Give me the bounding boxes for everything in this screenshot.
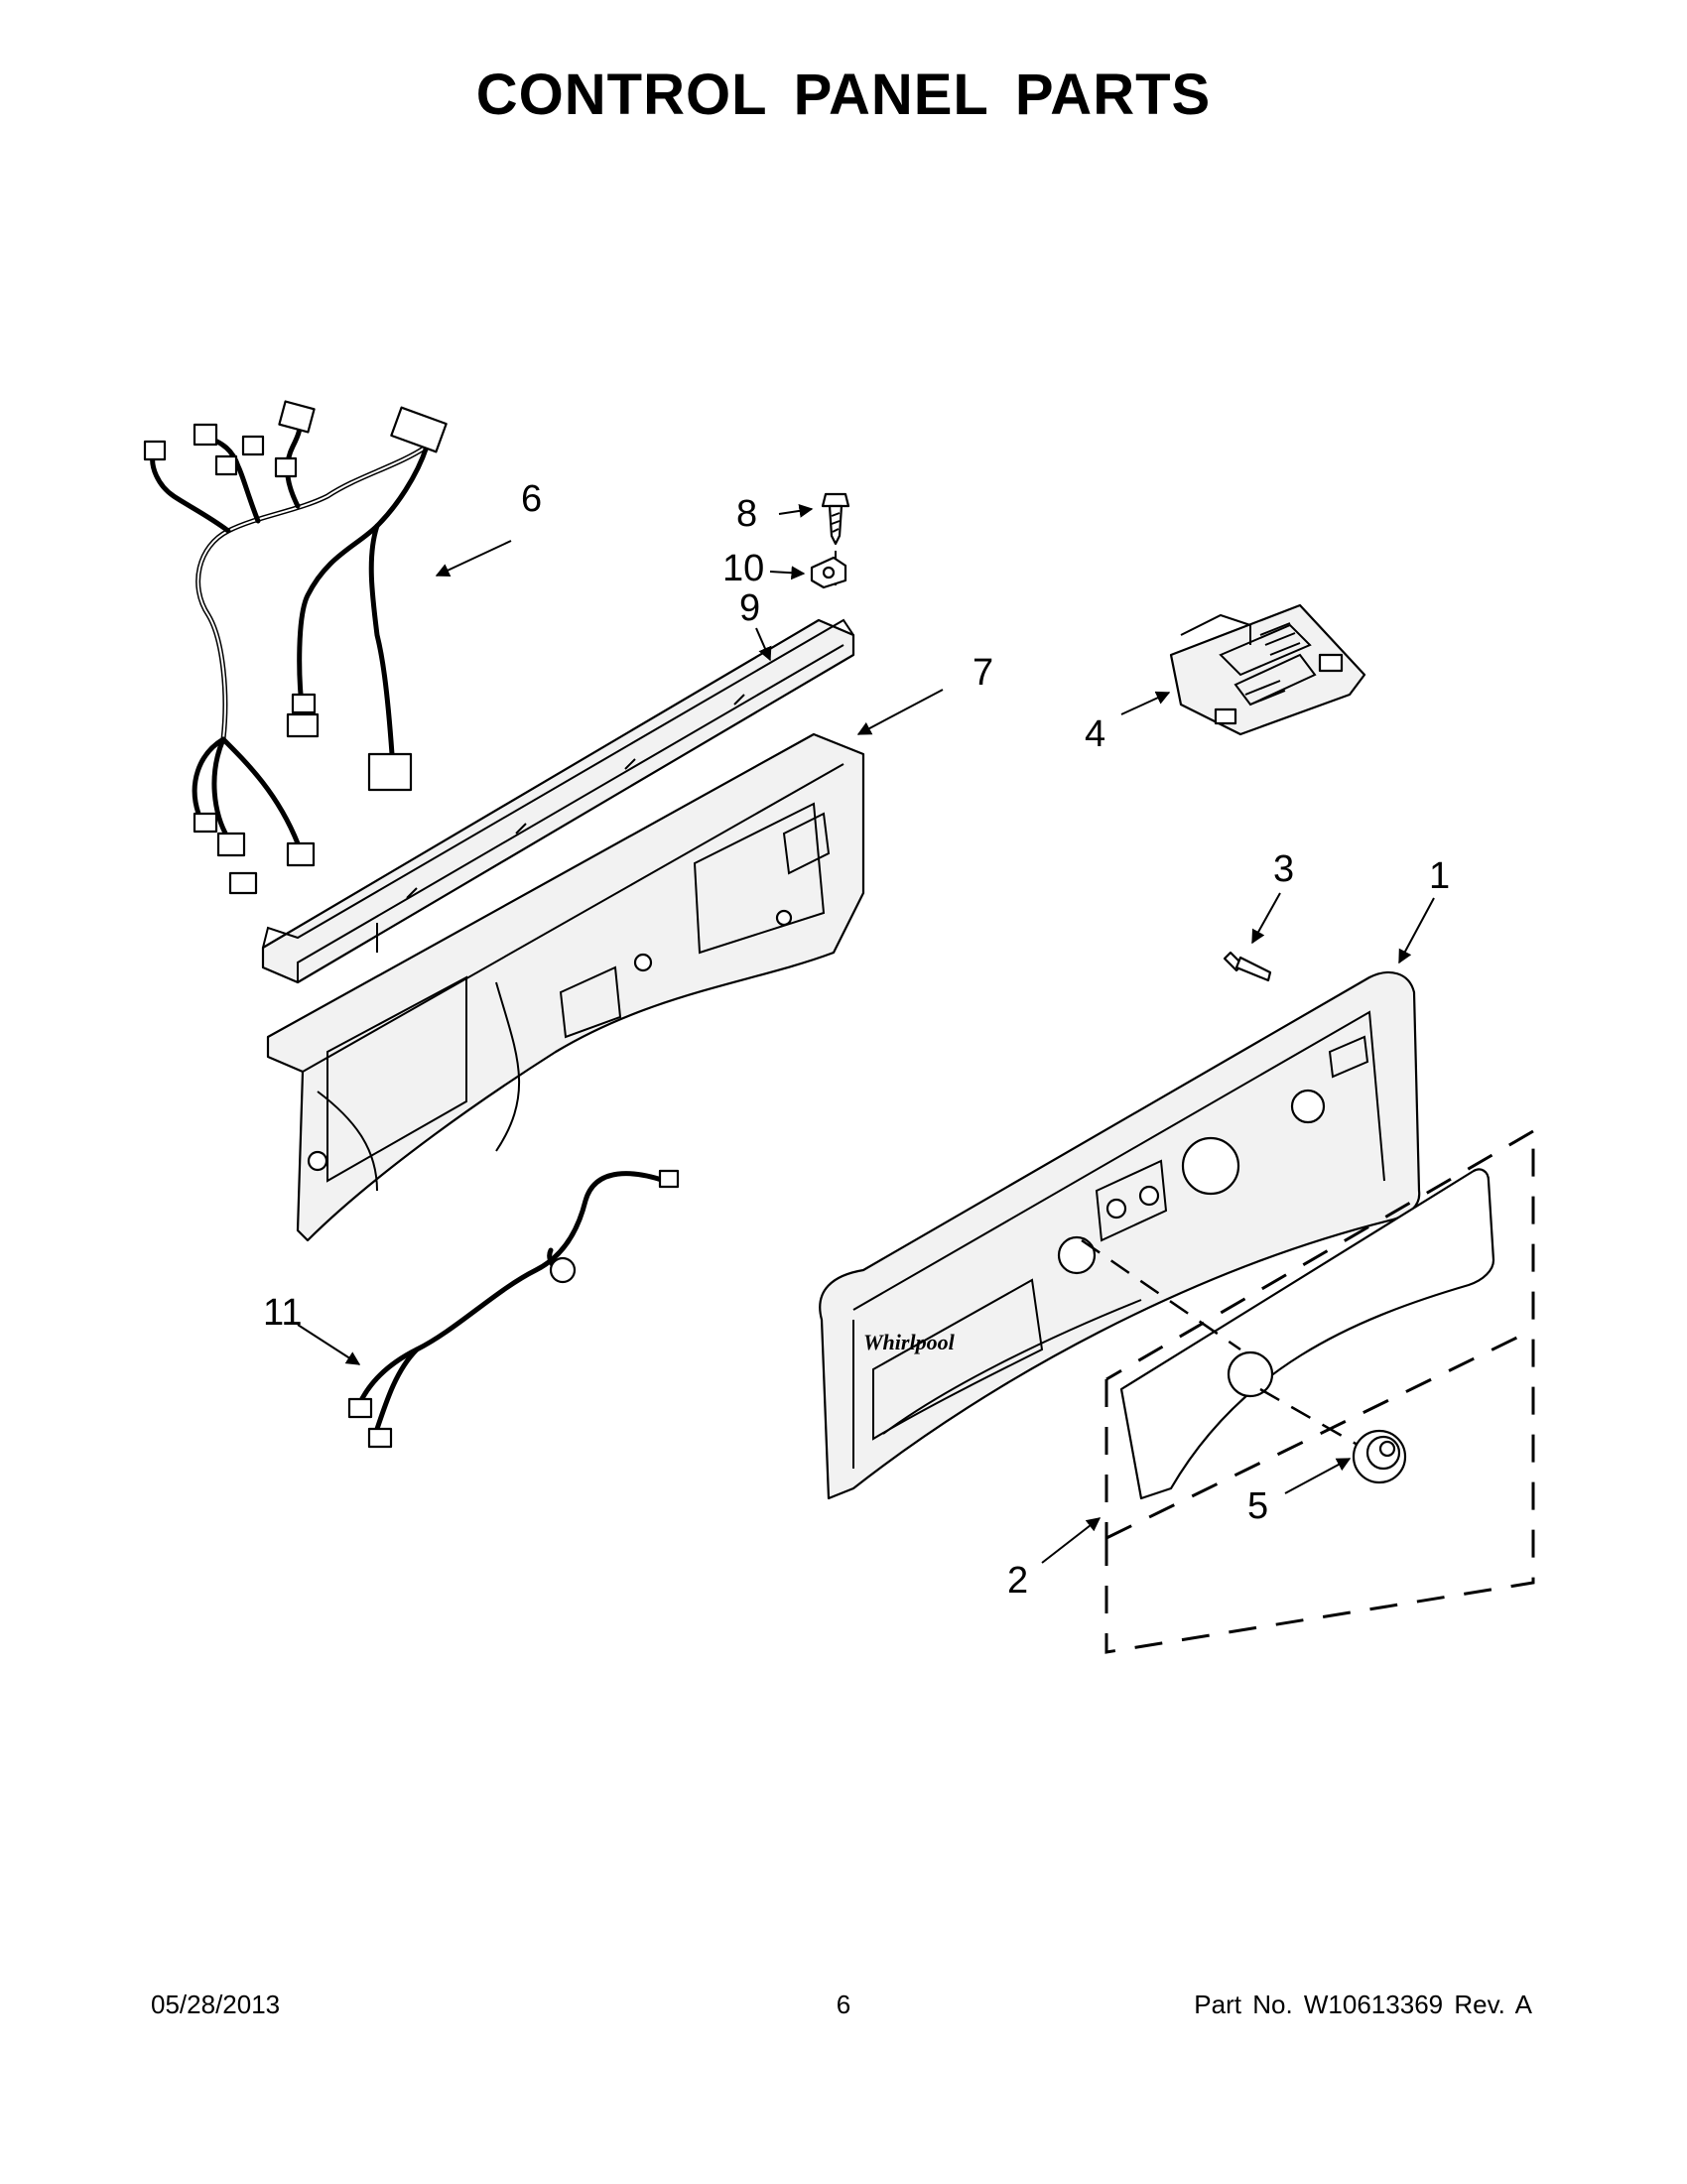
callout-3: 3 [1273,848,1294,890]
callout-1: 1 [1429,855,1450,897]
leader-3 [1251,892,1281,945]
callout-5: 5 [1247,1485,1268,1527]
leader-4 [1120,691,1171,715]
screw-part-8 [821,492,850,585]
knob-part-5 [1352,1429,1407,1484]
callout-10: 10 [722,548,764,589]
leader-9 [755,627,772,662]
console-panel-part-1: Whirlpool [819,970,1421,1500]
callout-leaders [297,503,1435,1564]
callout-4: 4 [1085,713,1105,755]
leader-8 [778,503,814,518]
callout-6: 6 [521,478,542,520]
leader-5 [1284,1458,1352,1494]
callout-8: 8 [736,493,757,535]
callout-9: 9 [739,587,760,629]
control-board-part-4 [1169,603,1366,736]
leader-7 [856,689,944,735]
leader-1 [1398,897,1435,964]
callout-7: 7 [973,652,993,694]
wire-part-11 [347,1169,680,1449]
console-frame-part-7 [266,732,865,1242]
callout-labels: 6 8 10 9 7 4 3 1 5 2 11 [263,478,1450,1602]
footer-part-number: Part No. W10613369 Rev. A [1194,1990,1532,2019]
bracket-rail-part-9 [261,618,855,984]
page-title: CONTROL PANEL PARTS [475,63,1212,127]
footer-page-number: 6 [836,1990,851,2019]
brand-logo: Whirlpool [863,1330,956,1354]
overlay-part-2 [1081,1129,1535,1654]
footer-date: 05/28/2013 [151,1990,281,2019]
clip-part-10 [810,556,847,589]
callout-2: 2 [1007,1560,1028,1602]
callout-11: 11 [263,1292,302,1334]
leader-11 [297,1324,361,1365]
leader-6 [435,540,512,578]
wire-harness-part-6 [143,400,448,895]
leader-10 [769,566,806,580]
leader-2 [1041,1517,1102,1564]
screw-part-3 [1223,951,1272,982]
